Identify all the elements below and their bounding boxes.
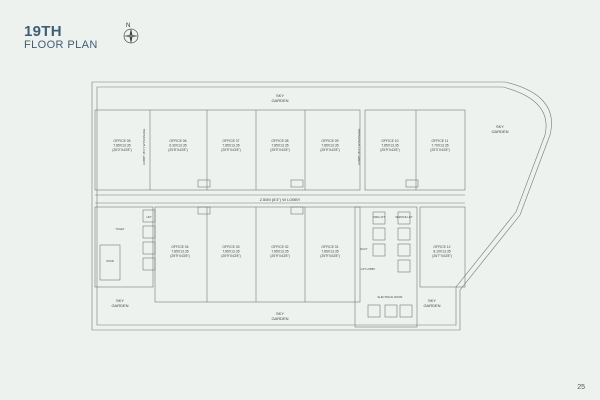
office-top-5-sqft: (25'9"X43'8") (320, 148, 340, 152)
core-label-toilet: TOILET (115, 227, 124, 231)
sky-garden-top: SKY (276, 93, 284, 98)
office-bottom-2-sqft: (25'9"X43'8") (221, 254, 241, 258)
office-top-2-name: OFFICE 06 (169, 139, 186, 143)
core-label-lift: LIFT (146, 215, 152, 219)
sky-garden-bottom-right: SKY (428, 298, 436, 303)
sky-garden-bottom: SKY (276, 311, 284, 316)
core-label-stair: STAIR (106, 259, 114, 263)
office-bottom-4-sqft: (25'9"X43'8") (320, 254, 340, 258)
outer-wall (91, 81, 552, 331)
office-bottom-5-sqft: (26'7"X43'8") (432, 254, 452, 258)
core-label-electrical: ELECTRICAL ROOM (378, 295, 403, 299)
office-top-3-name: OFFICE 07 (222, 139, 239, 143)
office-bottom-1-name: OFFICE 04 (171, 245, 188, 249)
office-bottom-1-sqft: (25'9"X43'8") (170, 254, 190, 258)
page-subtitle: FLOOR PLAN (24, 39, 98, 51)
office-top-3-sqft: (25'9"X43'8") (221, 148, 241, 152)
office-top-4-sqft: (25'9"X43'8") (270, 148, 290, 152)
sky-garden-left-2: GARDEN (111, 303, 128, 308)
office-top-2-sqft: (20'8"X43'8") (168, 148, 188, 152)
core-label-lift-lobby: LIFT LOBBY (361, 267, 376, 271)
office-top-2-dims: 6.30X13.35 (169, 144, 186, 148)
core-label-service-lift: SERVICE LIFT (395, 215, 413, 219)
office-top-4-dims: 7.85X13.35 (271, 144, 288, 148)
office-bottom-3-dims: 7.85X13.35 (271, 250, 288, 254)
office-top-5-dims: 7.85X13.35 (321, 144, 338, 148)
office-top-1-sqft: (26'0"X43'8") (112, 148, 132, 152)
office-top-7-sqft: (25'3"X43'8") (430, 148, 450, 152)
sky-garden-top-2: GARDEN (271, 98, 288, 103)
office-bottom-2-dims: 7.85X13.35 (222, 250, 239, 254)
office-top-3-dims: 7.85X13.35 (222, 144, 239, 148)
office-bottom-5-name: OFFICE 12 (433, 245, 450, 249)
lobby-label: 2.50M (8'3") W LOBBY (260, 197, 301, 202)
office-bottom-5-dims: 8.10X13.35 (433, 250, 450, 254)
compass-north-label: N (126, 23, 130, 29)
sky-garden-bottom-right-2: GARDEN (423, 303, 440, 308)
office-top-6-dims: 7.85X13.35 (381, 144, 398, 148)
core-label-fire-lift: FIRE LIFT (373, 215, 385, 219)
compass-rose-icon: N (123, 23, 139, 44)
office-bottom-4-name: OFFICE 01 (321, 245, 338, 249)
office-top-6-name: OFFICE 10 (381, 139, 398, 143)
office-top-6-sqft: (25'9"X43'8") (380, 148, 400, 152)
passage-label-1: LOBBY (8'3") W PASSAGE (142, 129, 146, 165)
sky-garden-right: SKY (496, 124, 504, 129)
office-top-7-dims: 7.70X13.35 (431, 144, 448, 148)
page-title: 19TH (24, 23, 62, 40)
office-bottom-3-name: OFFICE 02 (271, 245, 288, 249)
office-top-7-name: OFFICE 11 (432, 139, 449, 143)
office-top-1-name: OFFICE 05 (113, 139, 130, 143)
page-number: 25 (577, 384, 585, 391)
office-top-5-name: OFFICE 09 (321, 139, 338, 143)
sky-garden-bottom-2: GARDEN (271, 316, 288, 321)
office-bottom-1-dims: 7.85X13.35 (171, 250, 188, 254)
office-top-4-name: OFFICE 08 (271, 139, 288, 143)
passage-label-2: LOBBY (8'3") W PASSAGE (357, 129, 361, 165)
office-top-1-dims: 7.85X13.35 (113, 144, 130, 148)
office-bottom-4-dims: 7.85X13.35 (321, 250, 338, 254)
office-bottom-3-sqft: (25'9"X43'8") (270, 254, 290, 258)
sky-garden-right-2: GARDEN (491, 129, 508, 134)
sky-garden-left: SKY (116, 298, 124, 303)
core-label-duct: DUCT (360, 247, 368, 251)
office-bottom-2-name: OFFICE 03 (222, 245, 239, 249)
